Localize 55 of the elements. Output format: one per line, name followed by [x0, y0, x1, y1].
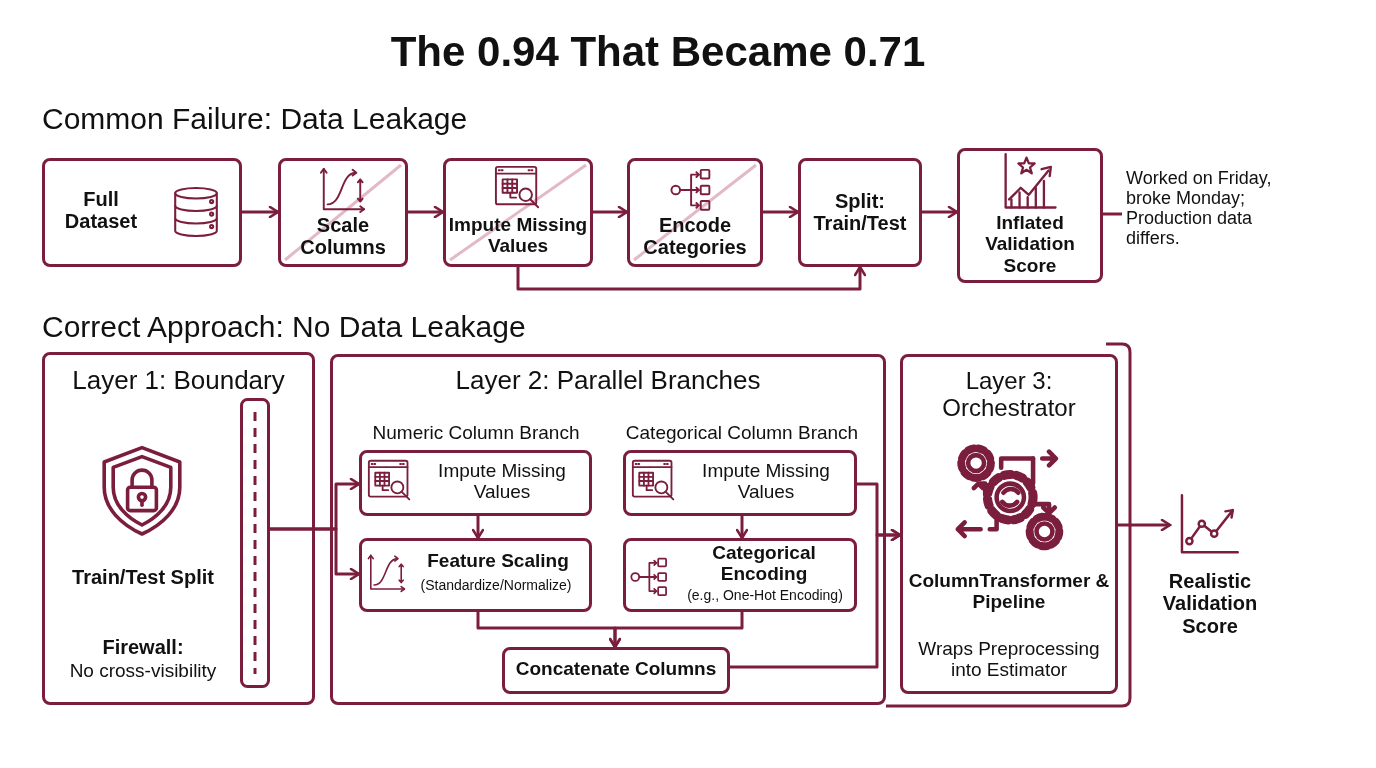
- branch-heading: Categorical Column Branch: [624, 422, 860, 444]
- process-box: [359, 538, 592, 612]
- branch-heading: Numeric Column Branch: [371, 422, 581, 444]
- process-box: [798, 158, 922, 267]
- step-label: Feature Scaling: [426, 550, 570, 572]
- step-detail: (e.g., One-Hot Encoding): [686, 588, 844, 604]
- layer-heading: Layer 2: Parallel Branches: [454, 366, 762, 396]
- layer-panel: [330, 354, 886, 705]
- layer-panel: [42, 352, 315, 705]
- step-label: Categorical Encoding: [711, 542, 817, 585]
- arrow: [1118, 518, 1172, 532]
- step-detail: (Standardize/Normalize): [419, 578, 573, 594]
- step-label: Encode Categories: [642, 214, 748, 259]
- arrow: [608, 612, 744, 649]
- process-box: [278, 158, 408, 267]
- section-heading: Correct Approach: No Data Leakage: [42, 310, 527, 344]
- arrow: [763, 205, 800, 219]
- arrow: [516, 265, 867, 291]
- connector-line: [1103, 212, 1122, 216]
- result-box: [957, 148, 1103, 283]
- process-box: [359, 450, 592, 516]
- arrow: [730, 528, 902, 669]
- layer-heading: Layer 1: Boundary: [71, 366, 286, 396]
- note-text: Wraps Preprocessing into Estimator: [917, 638, 1101, 681]
- process-box: [42, 158, 242, 267]
- annotation-text: Worked on Friday, broke Monday; Production data differs.: [1126, 168, 1273, 249]
- layer-panel: [900, 354, 1118, 694]
- step-label: Split: Train/Test: [812, 190, 908, 235]
- step-label: ColumnTransformer & Pipeline: [907, 570, 1111, 613]
- process-box: [502, 647, 730, 694]
- layer-heading: Layer 3: Orchestrator: [941, 368, 1077, 422]
- arrow: [270, 527, 361, 581]
- step-label: Impute Missing Values: [437, 460, 567, 503]
- result-label: Inflated Validation Score: [984, 212, 1076, 276]
- step-label: Impute Missing Values: [447, 214, 589, 257]
- diagram-title: The 0.94 That Became 0.71: [389, 28, 927, 76]
- process-box: [623, 450, 857, 516]
- arrow: [408, 205, 445, 219]
- arrow: [242, 205, 280, 219]
- arrow: [593, 205, 629, 219]
- note-heading: Firewall:: [101, 636, 185, 659]
- step-label: Impute Missing Values: [701, 460, 831, 503]
- step-label: Full Dataset: [63, 188, 139, 233]
- step-label: Concatenate Columns: [514, 658, 718, 680]
- arrow: [471, 516, 485, 540]
- note-text: No cross-visibility: [68, 660, 218, 682]
- step-label: Train/Test Split: [71, 566, 215, 589]
- arrow: [922, 205, 959, 219]
- section-heading: Common Failure: Data Leakage: [42, 102, 469, 136]
- process-box: [443, 158, 593, 267]
- result-label: Realistic Validation Score: [1161, 570, 1259, 638]
- process-box: [627, 158, 763, 267]
- arrow: [735, 516, 749, 540]
- process-box: [623, 538, 857, 612]
- step-label: Scale Columns: [299, 214, 387, 259]
